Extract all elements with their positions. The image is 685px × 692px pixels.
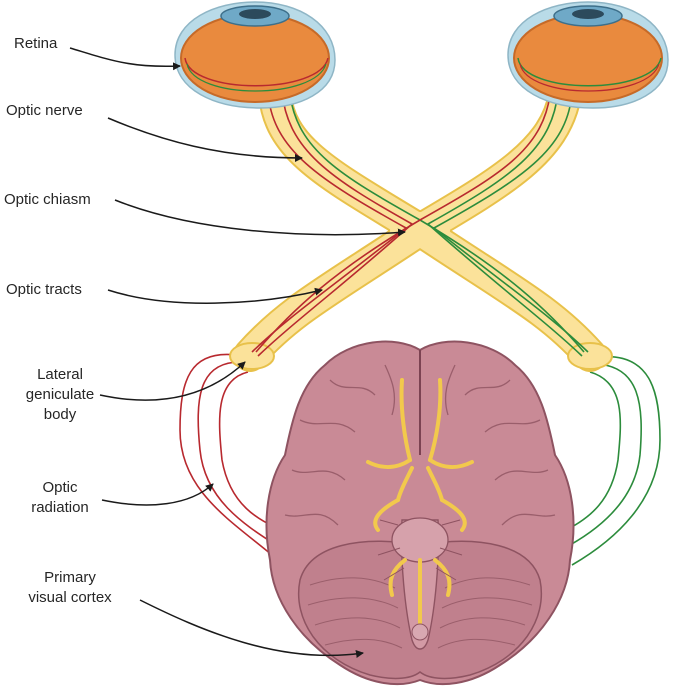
label-lgb-line2: geniculate (25, 386, 95, 403)
label-optic-nerve-text: Optic nerve (6, 102, 83, 119)
gyri (284, 364, 556, 526)
label-radiation-line1: Optic (42, 479, 78, 496)
label-retina: Retina (14, 34, 104, 54)
label-optic-chiasm-text: Optic chiasm (4, 191, 91, 208)
arrow-lgb (99, 361, 246, 401)
brain (265, 340, 575, 686)
cerebral-vessels (366, 378, 474, 627)
label-optic-radiation: Optic radiation (10, 478, 110, 518)
label-optic-tracts: Optic tracts (6, 280, 116, 300)
pons (391, 517, 449, 563)
optic-radiation-left (179, 353, 283, 556)
medulla-cross-section (411, 623, 429, 641)
cranial-nerve-stubs (377, 519, 463, 581)
label-optic-tracts-text: Optic tracts (6, 281, 82, 298)
arrow-optic-nerve (107, 117, 303, 162)
right-eye (507, 1, 669, 109)
right-eye-fibers (255, 91, 589, 357)
label-optic-chiasm: Optic chiasm (4, 190, 124, 210)
label-optic-nerve: Optic nerve (6, 101, 116, 121)
arrow-retina (69, 47, 181, 71)
leader-arrows (69, 47, 406, 658)
label-primary-visual-cortex: Primary visual cortex (10, 568, 130, 608)
cerebellum-folia (307, 577, 533, 649)
label-cortex-line2: visual cortex (28, 589, 112, 606)
arrow-optic-tracts (107, 287, 323, 304)
optic-radiation-right (565, 355, 661, 566)
label-retina-text: Retina (14, 35, 58, 52)
optic-pathway-sheath (229, 78, 613, 372)
arrow-optic-radiation (101, 483, 214, 506)
left-eye (174, 1, 336, 109)
label-cortex-line1: Primary (44, 569, 96, 586)
arrow-visual-cortex (139, 599, 364, 658)
label-lateral-geniculate-body: Lateral geniculate body (10, 365, 110, 425)
arrow-optic-chiasm (114, 199, 406, 237)
label-lgb-line1: Lateral (37, 366, 83, 383)
label-radiation-line2: radiation (31, 499, 89, 516)
label-lgb-line3: body (43, 406, 77, 423)
